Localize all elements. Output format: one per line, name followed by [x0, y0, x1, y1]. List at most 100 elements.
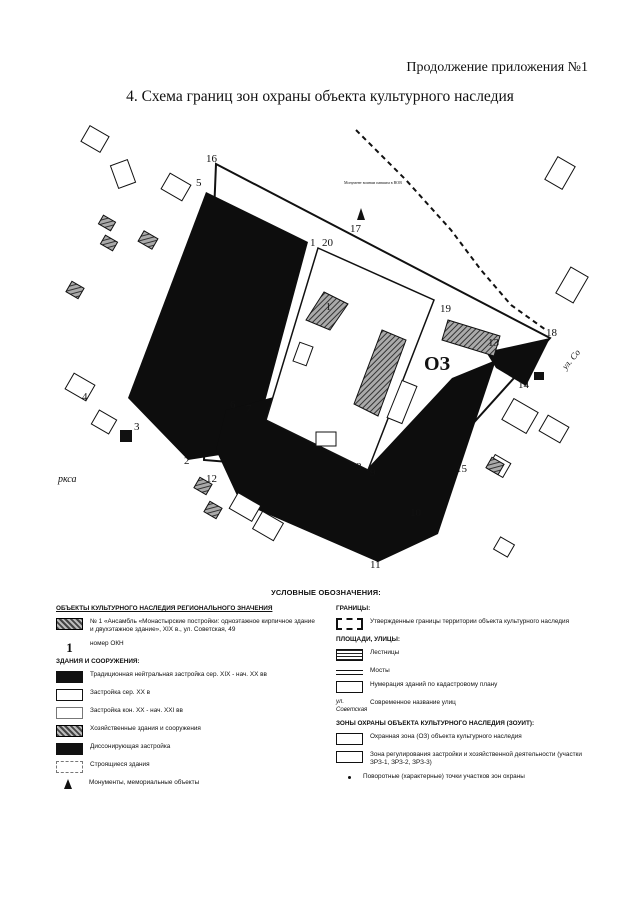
hatch-swatch: [56, 725, 83, 738]
point-14: 14: [518, 379, 530, 391]
point-12: 12: [206, 473, 217, 485]
legend-street-text: Нумерация зданий по кадастровому плану: [370, 681, 498, 689]
okn-building-1: [305, 291, 349, 331]
boundary-point-labels: 1 2 3 4 5 6 7 8 9 10 11 12 13 14 15 16 1…: [82, 153, 558, 571]
point-20: 20: [322, 237, 334, 249]
legend-left-column: ОБЪЕКТЫ КУЛЬТУРНОГО НАСЛЕДИЯ РЕГИОНАЛЬНО…: [56, 603, 316, 795]
legend-street-row: Мосты: [336, 667, 596, 676]
dissonant-building: [120, 430, 132, 442]
street-label-left: ркса: [57, 474, 76, 485]
building-inner-3: [315, 431, 337, 447]
legend-okn-section: ОБЪЕКТЫ КУЛЬТУРНОГО НАСЛЕДИЯ РЕГИОНАЛЬНО…: [56, 605, 273, 613]
turning-point-icon: [348, 776, 351, 780]
okn-hatch-swatch: [56, 618, 83, 631]
cadastral-map: Монумент воинам павшим в ВОВ 1 2 3 4 5 6…: [57, 125, 589, 571]
legend-street-row: Нумерация зданий по кадастровому плану: [336, 681, 596, 694]
point-7: 7: [246, 403, 252, 415]
legend-zone-text: Поворотные (характерные) точки участков …: [363, 773, 525, 781]
map-legend: УСЛОВНЫЕ ОБОЗНАЧЕНИЯ: ОБЪЕКТЫ КУЛЬТУРНОГ…: [56, 588, 596, 795]
legend-building-text: Традиционная нейтральная застройка сер. …: [90, 671, 267, 679]
shed-3: [137, 230, 159, 250]
legend-building-row: Диссонирующая застройка: [56, 743, 316, 756]
legend-zone-text: Зона регулирования застройки и хозяйстве…: [370, 751, 582, 767]
legend-building-text: Строящиеся здания: [90, 761, 150, 769]
legend-borders-section: ГРАНИЦЫ:: [336, 605, 371, 613]
building-w-2: [90, 409, 118, 435]
point-8: 8: [356, 461, 362, 473]
white-swatch: [56, 707, 83, 720]
legend-zone-text: Охранная зона (ОЗ) объекта культурного н…: [370, 733, 522, 741]
legend-building-row: Монументы, мемориальные объекты: [56, 779, 316, 790]
protection-zone-label: ОЗ: [424, 353, 451, 375]
legend-buildings-section: ЗДАНИЯ И СООРУЖЕНИЯ:: [56, 658, 140, 666]
okn-building-3: [441, 319, 501, 357]
point-10: 10: [410, 507, 422, 519]
territory-boundary-line: [355, 129, 547, 331]
building-nw-2: [109, 159, 137, 189]
point-2: 2: [184, 455, 190, 467]
legend-building-text: Застройка кон. XX - нач. XXI вв: [90, 707, 183, 715]
point-1: 1: [310, 237, 316, 249]
building-inner-2: [386, 379, 418, 425]
legend-zone-row: Зона регулирования застройки и хозяйстве…: [336, 751, 596, 767]
legend-building-row: Хозяйственные здания и сооружения: [56, 725, 316, 738]
legend-border-row: Утвержденные границы территории объекта …: [336, 618, 596, 631]
okn-building-2: [353, 329, 407, 417]
legend-border-text: Утвержденные границы территории объекта …: [370, 618, 570, 626]
legend-zones-section: ЗОНЫ ОХРАНЫ ОБЪЕКТА КУЛЬТУРНОГО НАСЛЕДИЯ…: [336, 720, 535, 728]
dashed-border-swatch: [336, 618, 363, 631]
legend-building-row: Строящиеся здания: [56, 761, 316, 774]
point-17: 17: [350, 223, 362, 235]
legend-street-text: Современное название улиц: [370, 699, 456, 707]
building-se-1: [492, 536, 516, 558]
zone-swatch: [336, 751, 363, 764]
page-header: Продолжение приложения №1: [406, 60, 588, 75]
point-16: 16: [206, 153, 218, 165]
point-5: 5: [196, 177, 202, 189]
street-name-sample: ул. Советская: [336, 699, 368, 713]
point-19: 19: [440, 303, 452, 315]
monument-icon: [64, 779, 72, 790]
legend-building-text: Монументы, мемориальные объекты: [89, 779, 200, 787]
building-w-1: [64, 372, 96, 402]
legend-building-text: Диссонирующая застройка: [90, 743, 171, 751]
point-6: 6: [230, 399, 236, 411]
building-e-1: [501, 397, 539, 435]
building-ne-2: [555, 266, 589, 304]
okn-number-symbol: 1: [66, 640, 73, 656]
white-swatch: [56, 689, 83, 702]
street-label-right: ул. Со: [559, 347, 582, 372]
legend-building-row: Застройка сер. XX в: [56, 689, 316, 702]
monument-icon: [357, 208, 365, 220]
shed-1: [97, 214, 117, 232]
shed-5: [193, 476, 213, 496]
numbering-swatch: [336, 681, 363, 694]
legend-building-row: Традиционная нейтральная застройка сер. …: [56, 671, 316, 684]
building-s-2: [251, 510, 285, 542]
point-4: 4: [82, 391, 88, 403]
okn-object-number: 1: [326, 302, 331, 313]
legend-zone-row: Охранная зона (ОЗ) объекта культурного н…: [336, 733, 596, 746]
point-13: 13: [488, 337, 500, 349]
building-s-1: [228, 492, 262, 522]
legend-okn-item: № 1 «Ансамбль «Монастырские постройки: о…: [56, 618, 316, 634]
legend-street-row: Лестницы: [336, 649, 596, 662]
legend-building-text: Застройка сер. XX в: [90, 689, 151, 697]
point-18: 18: [546, 327, 558, 339]
building-inner-1: [292, 341, 314, 367]
shed-2: [99, 234, 119, 252]
legend-right-column: ГРАНИЦЫ: Утвержденные границы территории…: [336, 603, 596, 795]
neutral-building-block-west: [128, 192, 308, 460]
legend-okn-number: 1 номер ОКН: [56, 640, 316, 656]
zone-swatch: [336, 733, 363, 746]
shed-4: [65, 280, 85, 300]
bridge-swatch: [336, 670, 363, 676]
building-nw-3: [160, 172, 192, 202]
okn-territory: [265, 246, 435, 472]
dotted-swatch: [56, 761, 83, 774]
building-e-2: [538, 414, 570, 444]
legend-okn-text: № 1 «Ансамбль «Монастырские постройки: о…: [90, 618, 315, 634]
page-title: 4. Схема границ зон охраны объекта культ…: [126, 88, 514, 105]
building-ne-1: [544, 156, 576, 190]
